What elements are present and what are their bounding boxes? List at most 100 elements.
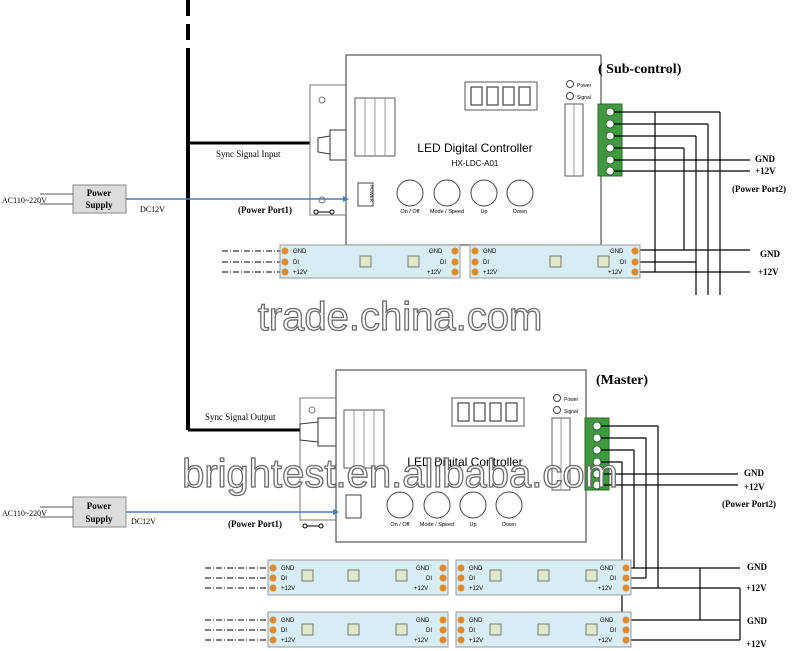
svg-text:Supply: Supply — [85, 514, 113, 524]
sync-bus — [186, 0, 330, 432]
watermark-brightest: brightest.en.alibaba.com — [182, 452, 618, 496]
svg-text:DI: DI — [620, 260, 626, 266]
svg-text:GND: GND — [600, 618, 614, 624]
master-controller-name: LED Digital Controller — [407, 455, 522, 469]
svg-text:GND: GND — [416, 566, 430, 572]
master-output-wiring — [601, 425, 741, 641]
svg-text:GND: GND — [429, 249, 443, 255]
svg-text:Supply: Supply — [85, 200, 113, 210]
svg-text:+12V: +12V — [598, 638, 612, 644]
svg-text:DI: DI — [426, 576, 432, 582]
sub-power-port1-label: (Power Port1) — [238, 205, 292, 215]
svg-text:GND: GND — [760, 249, 781, 259]
svg-text:+12V: +12V — [483, 270, 497, 276]
svg-text:AC110~220V: AC110~220V — [2, 509, 47, 518]
master-title: (Master) — [596, 373, 648, 388]
svg-text:+12V: +12V — [469, 638, 483, 644]
svg-text:DC12V: DC12V — [140, 205, 165, 214]
svg-text:GND: GND — [469, 618, 483, 624]
master-power-supply — [72, 496, 127, 528]
svg-text:GND: GND — [281, 566, 295, 572]
svg-text:DI: DI — [469, 576, 475, 582]
svg-text:DI: DI — [483, 260, 489, 266]
svg-text:GND: GND — [600, 566, 614, 572]
svg-text:+12V: +12V — [414, 586, 428, 592]
svg-text:GND: GND — [610, 249, 624, 255]
svg-text:DI: DI — [281, 628, 287, 634]
sub-power-port2-label: (Power Port2) — [732, 184, 786, 194]
svg-text:DI: DI — [293, 260, 299, 266]
sub-led-strip: GND DI +12V GND DI +12V GND DI +12V GND … — [222, 244, 641, 279]
svg-text:GND: GND — [416, 618, 430, 624]
master-section: Sync Signal Output Power Signal LED Digi… — [2, 369, 776, 649]
master-led-strip-a: GND DI +12V GND DI +12V GND DI +12V GND … — [205, 559, 632, 596]
svg-text:+12V: +12V — [427, 270, 441, 276]
svg-text:+12V: +12V — [281, 638, 295, 644]
svg-text:GND: GND — [469, 566, 483, 572]
sub-down-button[interactable] — [506, 179, 534, 207]
master-power-port1-label: (Power Port1) — [228, 519, 282, 529]
sub-power-supply — [72, 184, 127, 214]
svg-text:GND: GND — [293, 249, 307, 255]
svg-text:Down: Down — [513, 209, 527, 215]
svg-text:DI: DI — [610, 576, 616, 582]
watermark-trade: trade.china.com — [258, 295, 543, 339]
svg-text:Power: Power — [87, 188, 112, 198]
svg-text:POWER: POWER — [369, 185, 374, 203]
svg-text:GND: GND — [747, 616, 768, 626]
svg-text:AC110~220V: AC110~220V — [2, 196, 47, 205]
svg-text:Down: Down — [502, 522, 516, 528]
master-down-button[interactable] — [495, 491, 523, 519]
master-sync-plug — [317, 417, 337, 447]
sub-power-led — [566, 80, 574, 88]
sub-sync-plug — [329, 129, 347, 161]
svg-text:+12V: +12V — [744, 482, 765, 492]
sub-onoff-button[interactable] — [396, 179, 424, 207]
master-signal-led — [553, 406, 561, 414]
svg-text:Up: Up — [469, 522, 476, 528]
svg-text:DI: DI — [440, 260, 446, 266]
svg-text:DI: DI — [281, 576, 287, 582]
master-mode-button[interactable] — [423, 491, 451, 519]
svg-text:+12V: +12V — [414, 638, 428, 644]
svg-text:GND: GND — [747, 562, 768, 572]
master-power-port2-label: (Power Port2) — [722, 499, 776, 509]
svg-text:Mode / Speed: Mode / Speed — [430, 209, 464, 215]
svg-text:Power: Power — [564, 397, 579, 403]
sub-buttons: On / Off Mode / Speed Up Down — [396, 179, 534, 215]
svg-text:+12V: +12V — [293, 270, 307, 276]
svg-text:DI: DI — [469, 628, 475, 634]
svg-text:+12V: +12V — [469, 586, 483, 592]
sub-controller-model: HX-LDC-A01 — [452, 159, 499, 168]
svg-text:+12V: +12V — [746, 583, 767, 593]
svg-text:+12V: +12V — [598, 586, 612, 592]
svg-text:DI: DI — [426, 628, 432, 634]
svg-text:Power: Power — [87, 501, 112, 511]
master-power-connector — [345, 494, 362, 519]
svg-text:+12V: +12V — [758, 267, 779, 277]
sub-mode-button[interactable] — [433, 179, 461, 207]
svg-text:GND: GND — [483, 249, 497, 255]
sub-up-button[interactable] — [470, 179, 498, 207]
svg-text:DI: DI — [610, 628, 616, 634]
svg-text:+12V: +12V — [281, 586, 295, 592]
svg-text:+12V: +12V — [755, 166, 776, 176]
sub-signal-led — [566, 92, 574, 100]
master-led-strip-b: GND DI +12V GND DI +12V GND DI +12V GND … — [205, 611, 632, 648]
svg-text:On / Off: On / Off — [390, 522, 410, 528]
svg-text:Signal: Signal — [564, 409, 578, 415]
sub-power-connector — [357, 182, 374, 207]
master-onoff-button[interactable] — [386, 491, 414, 519]
sub-controller-name: LED Digital Controller — [417, 141, 532, 155]
sub-led-display — [464, 81, 538, 111]
svg-text:On / Off: On / Off — [400, 209, 420, 215]
master-up-button[interactable] — [459, 491, 487, 519]
svg-text:Up: Up — [480, 209, 487, 215]
svg-text:GND: GND — [755, 154, 776, 164]
svg-text:+12V: +12V — [746, 639, 767, 649]
sub-sync-label: Sync Signal Input — [216, 149, 281, 159]
svg-text:Signal: Signal — [577, 95, 591, 101]
svg-text:+12V: +12V — [608, 270, 622, 276]
svg-text:Power: Power — [577, 83, 592, 89]
